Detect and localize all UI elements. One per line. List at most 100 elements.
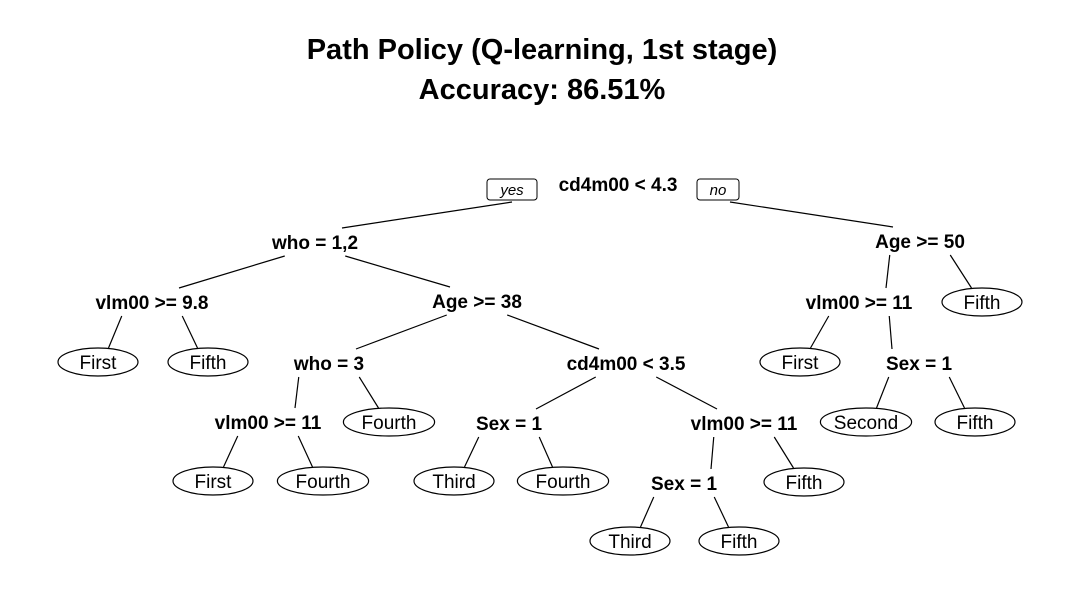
leaf-node: First [172, 466, 254, 496]
split-node: Age >= 38 [432, 292, 522, 313]
leaf-label: Second [834, 413, 898, 434]
tree-edge [710, 436, 715, 470]
leaf-node: Fifth [167, 347, 249, 377]
split-label: Sex = 1 [886, 354, 952, 375]
split-label: vlm00 >= 9.8 [95, 293, 208, 314]
leaf-label: First [80, 353, 118, 374]
leaf-ellipse [57, 347, 139, 377]
split-node: vlm00 >= 11 [806, 293, 913, 314]
diagram-subtitle: Accuracy: 86.51% [418, 74, 666, 106]
tree-edge [729, 201, 894, 228]
tree-edge [178, 255, 285, 289]
split-node: vlm00 >= 11 [691, 414, 798, 435]
leaf-ellipse [342, 407, 436, 437]
split-label: Sex = 1 [651, 474, 717, 495]
tree-edge [875, 376, 890, 409]
split-node: who = 1,2 [271, 233, 358, 254]
leaf-node: Third [413, 466, 495, 496]
leaf-ellipse [763, 467, 845, 497]
split-node: vlm00 >= 9.8 [95, 293, 208, 314]
yes-label: yes [499, 182, 524, 199]
leaf-node: Fourth [342, 407, 436, 437]
tree-edges [107, 201, 973, 528]
leaf-node: First [57, 347, 139, 377]
leaf-label: Fourth [362, 413, 417, 434]
split-node: cd4m00 < 3.5 [567, 354, 686, 375]
split-node: Sex = 1 [651, 474, 717, 495]
split-node: Sex = 1 [886, 354, 952, 375]
leaf-label: Third [608, 532, 651, 553]
tree-edge [888, 315, 893, 350]
tree-edge [463, 436, 480, 468]
split-label: Age >= 50 [875, 232, 965, 253]
tree-edge [948, 376, 966, 409]
leaf-node: Fifth [698, 526, 780, 556]
split-label: cd4m00 < 4.3 [559, 175, 678, 196]
leaf-label: Fourth [296, 472, 351, 493]
split-node: cd4m00 < 4.3 [559, 175, 678, 196]
leaf-node: Fourth [516, 466, 610, 496]
tree-edge [181, 315, 199, 349]
split-label: vlm00 >= 11 [691, 414, 798, 435]
leaf-ellipse [698, 526, 780, 556]
leaf-node: Fourth [276, 466, 370, 496]
split-label: who = 3 [293, 354, 364, 375]
tree-nodes: cd4m00 < 4.3 who = 1,2 Age >= 50 vlm00 >= 9… [57, 175, 1023, 556]
leaf-label: First [195, 472, 233, 493]
leaf-ellipse [934, 407, 1016, 437]
tree-edge [809, 315, 830, 349]
leaf-ellipse [276, 466, 370, 496]
leaf-node: Third [589, 526, 671, 556]
tree-edge [355, 314, 447, 350]
tree-edge [949, 254, 973, 289]
leaf-node: Fifth [934, 407, 1016, 437]
leaf-ellipse [819, 407, 913, 437]
diagram-title: Path Policy (Q-learning, 1st stage) [306, 34, 778, 66]
split-label: Sex = 1 [476, 414, 542, 435]
leaf-label: First [782, 353, 820, 374]
tree-edge [345, 255, 451, 288]
leaf-ellipse [413, 466, 495, 496]
leaf-label: Fifth [964, 293, 1001, 314]
yes-label-box [486, 178, 538, 201]
leaf-label: Fifth [957, 413, 994, 434]
leaf-ellipse [759, 347, 841, 377]
leaf-ellipse [167, 347, 249, 377]
tree-edge [358, 376, 380, 409]
tree-edge [713, 496, 730, 528]
leaf-label: Fifth [786, 473, 823, 494]
split-label: vlm00 >= 11 [215, 413, 322, 434]
leaf-ellipse [172, 466, 254, 496]
tree-edge [535, 376, 597, 410]
leaf-label: Fourth [536, 472, 591, 493]
leaf-node: Fifth [941, 287, 1023, 317]
tree-edge [885, 254, 891, 289]
split-node: who = 3 [293, 354, 364, 375]
tree-edge [341, 201, 513, 229]
leaf-node: First [759, 347, 841, 377]
tree-edge [773, 436, 795, 469]
leaf-node: Second [819, 407, 913, 437]
root-branch-labels: yes no [486, 178, 740, 201]
split-node: Age >= 50 [875, 232, 965, 253]
leaf-label: Third [432, 472, 475, 493]
split-label: vlm00 >= 11 [806, 293, 913, 314]
no-label: no [710, 182, 727, 199]
split-label: who = 1,2 [271, 233, 358, 254]
tree-edge [294, 376, 300, 409]
split-node: vlm00 >= 11 [215, 413, 322, 434]
tree-edge [222, 435, 239, 468]
leaf-label: Fifth [721, 532, 758, 553]
tree-edge [107, 315, 123, 349]
leaf-ellipse [589, 526, 671, 556]
tree-edge [507, 314, 600, 350]
tree-edge [655, 376, 718, 410]
leaf-node: Fifth [763, 467, 845, 497]
tree-edge [639, 496, 655, 528]
tree-edge [538, 436, 554, 468]
leaf-ellipse [516, 466, 610, 496]
leaf-label: Fifth [190, 353, 227, 374]
no-label-box [696, 178, 740, 201]
